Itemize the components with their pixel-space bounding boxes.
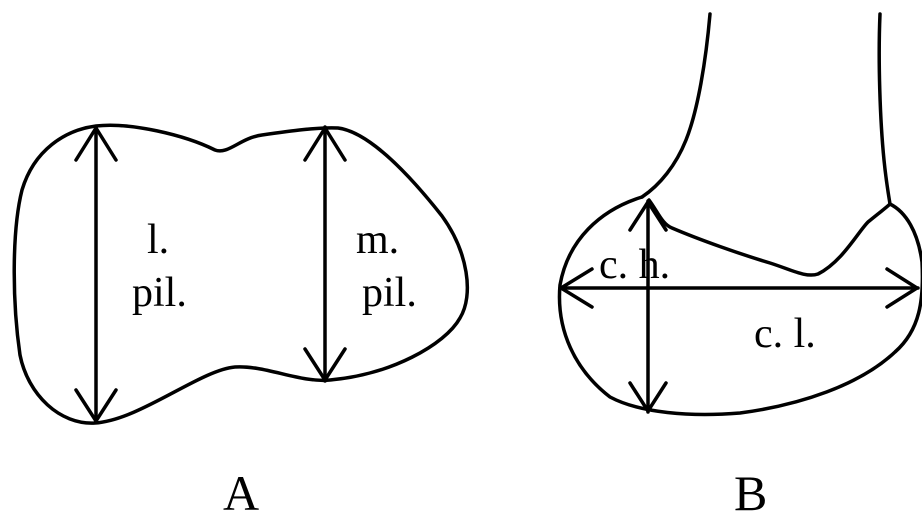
condyle-outline bbox=[557, 195, 922, 417]
lateral-pillar-label-line1: l. bbox=[147, 217, 169, 263]
medial-pillar-arrowhead-top bbox=[303, 126, 347, 162]
medial-pillar-label-line2: pil. bbox=[362, 270, 417, 316]
condyle-height-label: c. h. bbox=[599, 242, 670, 288]
shaft-left-edge bbox=[640, 12, 712, 199]
panel-b: c. h. c. l. B bbox=[557, 12, 922, 521]
condyle-height-arrowhead-bottom bbox=[628, 381, 668, 413]
medial-pillar-label-line1: m. bbox=[356, 217, 399, 263]
medial-pillar-arrowhead-bottom bbox=[303, 347, 347, 382]
condyle-height-arrowhead-top bbox=[628, 200, 668, 232]
condyle-length-label: c. l. bbox=[754, 311, 816, 357]
panel-b-letter: B bbox=[734, 465, 767, 521]
lateral-pillar-arrowhead-top bbox=[74, 126, 118, 162]
condyle-length-arrowhead-left bbox=[559, 267, 594, 309]
panel-a-outline bbox=[12, 123, 470, 425]
lateral-pillar-label-line2: pil. bbox=[132, 270, 187, 316]
articular-line bbox=[647, 198, 892, 277]
panel-a: l. pil. m. pil. A bbox=[12, 123, 470, 521]
condyle-length-arrowhead-right bbox=[885, 267, 919, 309]
lateral-pillar-arrowhead-bottom bbox=[74, 388, 118, 423]
panel-a-letter: A bbox=[223, 465, 259, 521]
shaft-right-edge bbox=[877, 12, 892, 206]
